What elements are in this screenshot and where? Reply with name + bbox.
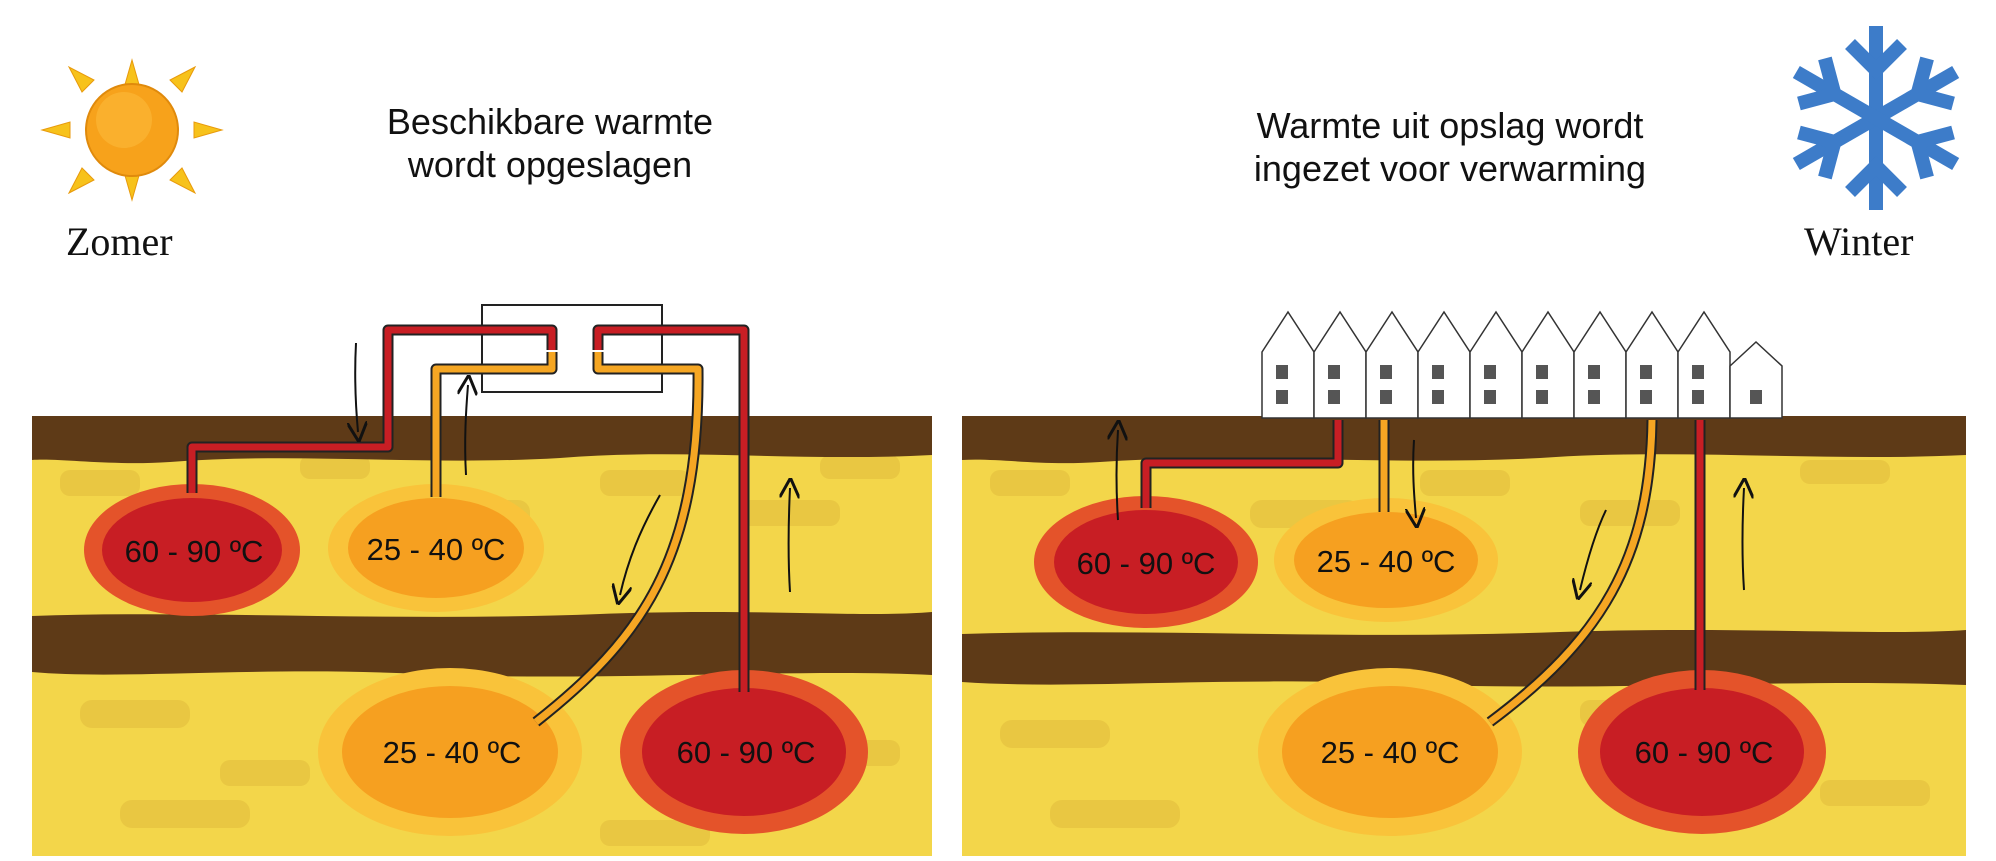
summer-panel — [32, 58, 932, 856]
heat-exchanger — [481, 304, 663, 393]
winter-title-line-2: ingezet voor verwarming — [1253, 148, 1647, 189]
house-icon — [1365, 310, 1419, 419]
house-icon — [1521, 310, 1575, 419]
house-icon — [1625, 310, 1679, 419]
clay-layer — [962, 630, 1966, 687]
summer-temp-deep-hot: 60 - 90 ºC — [676, 735, 816, 770]
house-icon — [1729, 340, 1783, 419]
summer-season-label: Zomer — [66, 219, 173, 264]
deep-warm-zone — [318, 668, 582, 836]
winter-pipes — [1140, 419, 1706, 727]
winter-title-line-1: Warmte uit opslag wordt — [1256, 105, 1644, 146]
shallow-warm-zone — [328, 484, 544, 612]
winter-flow-arrows — [1117, 430, 1745, 590]
snowflake-icon — [1792, 26, 1960, 210]
house-icon — [1677, 310, 1731, 419]
deep-warm-zone — [1258, 668, 1522, 836]
houses-row — [1261, 310, 1783, 419]
winter-temp-shallow-warm: 25 - 40 ºC — [1316, 544, 1456, 579]
sun-icon — [40, 58, 224, 202]
sand-texture — [60, 455, 900, 846]
deep-hot-zone — [1578, 670, 1826, 834]
house-icon — [1573, 310, 1627, 419]
summer-pipes — [186, 324, 750, 727]
shallow-hot-zone — [1034, 496, 1258, 628]
summer-title-line-2: wordt opgeslagen — [407, 144, 693, 185]
house-icon — [1261, 310, 1315, 419]
shallow-warm-zone — [1274, 498, 1498, 622]
winter-panel — [962, 26, 1966, 856]
clay-layer — [32, 612, 932, 677]
winter-season-label: Winter — [1804, 219, 1914, 264]
summer-flow-arrows — [355, 342, 790, 595]
summer-title-line-1: Beschikbare warmte — [386, 101, 714, 142]
summer-temp-shallow-hot: 60 - 90 ºC — [124, 534, 264, 569]
winter-temp-deep-hot: 60 - 90 ºC — [1634, 735, 1774, 770]
summer-temp-deep-warm: 25 - 40 ºC — [382, 735, 522, 770]
house-icon — [1469, 310, 1523, 419]
topsoil-layer — [962, 416, 1966, 464]
topsoil-layer — [32, 416, 932, 464]
winter-title: Warmte uit opslag wordt ingezet voor ver… — [1180, 104, 1720, 190]
house-icon — [1313, 310, 1367, 419]
sand-texture — [990, 460, 1930, 828]
summer-temp-shallow-warm: 25 - 40 ºC — [366, 532, 506, 567]
house-icon — [1417, 310, 1471, 419]
summer-title: Beschikbare warmte wordt opgeslagen — [330, 100, 770, 186]
winter-temp-shallow-hot: 60 - 90 ºC — [1076, 546, 1216, 581]
shallow-hot-zone — [84, 484, 300, 616]
winter-temp-deep-warm: 25 - 40 ºC — [1320, 735, 1460, 770]
deep-hot-zone — [620, 670, 868, 834]
